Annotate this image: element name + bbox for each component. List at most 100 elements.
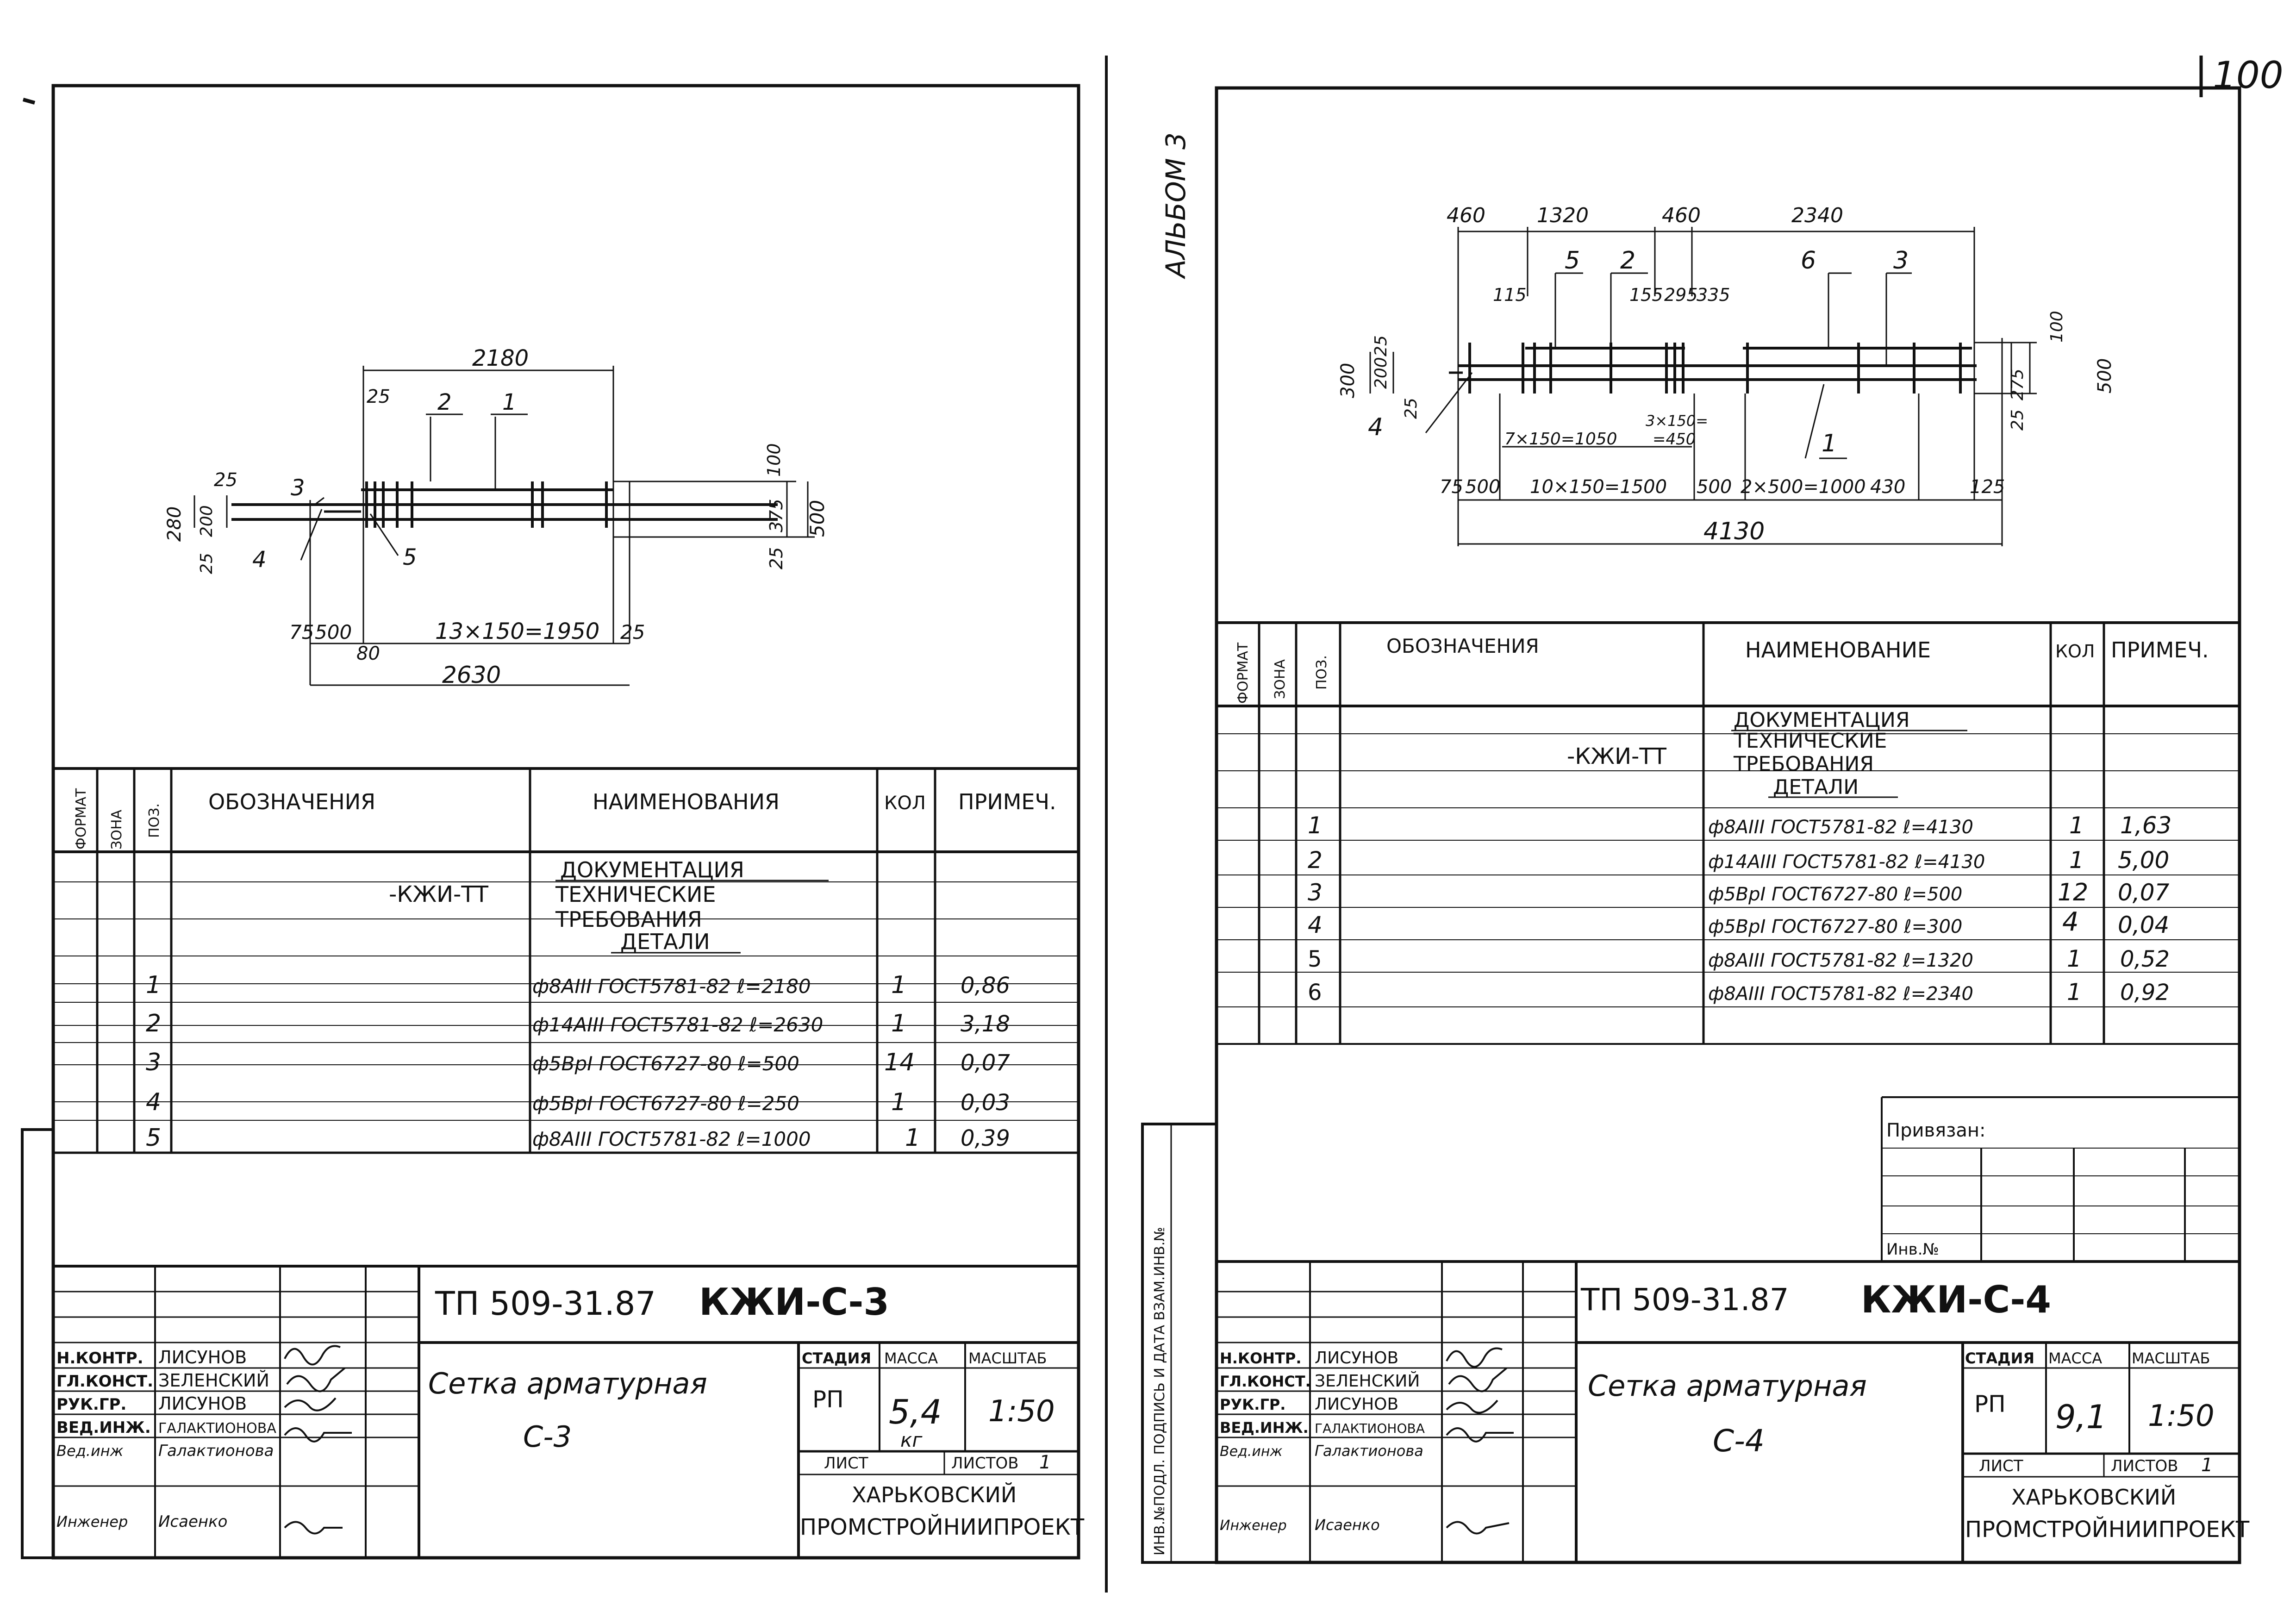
leader bbox=[300, 509, 323, 561]
dim-text: 100 bbox=[2047, 311, 2066, 343]
row-qty: 1 bbox=[891, 971, 906, 999]
row-name: ф14АIII ГОСТ5781-82 ℓ=2630 bbox=[532, 1013, 823, 1036]
sheet-mark: КЖИ-С-3 bbox=[699, 1280, 889, 1324]
dim-text: 275 bbox=[2008, 369, 2027, 400]
drawing-name-mark: С-3 bbox=[523, 1420, 572, 1454]
role-name: Исаенко bbox=[158, 1512, 227, 1531]
dim-text: =450 bbox=[1653, 430, 1696, 449]
callout-pos4: 4 bbox=[1368, 413, 1383, 441]
role-name: ГАЛАКТИОНОВА bbox=[1315, 1421, 1425, 1436]
dim-text: 300 bbox=[1337, 363, 1359, 398]
leader bbox=[314, 497, 324, 506]
row-note: 1,63 bbox=[2120, 812, 2171, 839]
dim-text: 4130 bbox=[1703, 518, 1765, 545]
role: Н.КОНТР. bbox=[1220, 1349, 1302, 1367]
org-name-2: ПРОМСТРОЙНИИПРОЕКТ bbox=[1965, 1516, 2250, 1543]
dim-text: 2×500=1000 bbox=[1741, 476, 1866, 498]
role-name: ЛИСУНОВ bbox=[158, 1347, 247, 1368]
album-label: АЛЬБОМ 3 bbox=[1160, 132, 1192, 280]
col-format: ФОРМАТ bbox=[73, 788, 89, 849]
dim-text: 500 bbox=[1465, 476, 1500, 498]
callout-pos5: 5 bbox=[1565, 247, 1580, 275]
col-name: НАИМЕНОВАНИЕ bbox=[1745, 637, 1931, 662]
dim-text: 2340 bbox=[1791, 204, 1843, 227]
role-name: Галактионова bbox=[1315, 1442, 1423, 1460]
row-name: ф5ВрI ГОСТ6727-80 ℓ=500 bbox=[532, 1052, 799, 1075]
spec-table-left: ФОРМАТ ЗОНА ПОЗ. ОБОЗНАЧЕНИЯ НАИМЕНОВАНИ… bbox=[53, 767, 1079, 1154]
role: Вед.инж bbox=[56, 1442, 124, 1460]
dim-text: 25 bbox=[1402, 398, 1421, 419]
role: ГЛ.КОНСТ. bbox=[1220, 1373, 1311, 1390]
callout-pos6: 6 bbox=[1801, 247, 1816, 275]
role: Инженер bbox=[1220, 1518, 1287, 1534]
dim-text: 280 bbox=[164, 506, 185, 542]
dim-text: 3×150= bbox=[1646, 412, 1708, 430]
doc-designation: -КЖИ-ТТ bbox=[389, 881, 489, 907]
sheet-left-frame bbox=[51, 84, 1080, 1560]
callout-pos3: 3 bbox=[1893, 247, 1909, 275]
role: РУК.ГР. bbox=[56, 1395, 126, 1414]
mesh-drawing-c3: 2180 25 25 280 200 25 100 375 25 500 75 … bbox=[164, 345, 829, 688]
role: РУК.ГР. bbox=[1220, 1396, 1285, 1413]
dim-text: 200 bbox=[197, 505, 216, 537]
role: ВЕД.ИНЖ. bbox=[1220, 1419, 1309, 1437]
row-pos: 4 bbox=[1308, 912, 1323, 938]
dim-text: 200 bbox=[1372, 357, 1391, 389]
callout-pos3: 3 bbox=[291, 475, 305, 501]
org-name-1: ХАРЬКОВСКИЙ bbox=[2011, 1485, 2176, 1510]
doc-code: ТП 509-31.87 bbox=[435, 1285, 656, 1323]
row-note: 0,04 bbox=[2118, 912, 2169, 938]
row-qty: 1 bbox=[2069, 812, 2084, 839]
callout-pos4: 4 bbox=[252, 547, 267, 573]
col-zone: ЗОНА bbox=[1272, 659, 1288, 699]
org-name-1: ХАРЬКОВСКИЙ bbox=[852, 1482, 1017, 1507]
role-name: ЗЕЛЕНСКИЙ bbox=[158, 1370, 269, 1391]
scale-label: МАСШТАБ bbox=[2132, 1349, 2210, 1367]
sheets-count: 1 bbox=[1039, 1452, 1051, 1473]
dim-text: 460 bbox=[1447, 204, 1485, 227]
dim-text: 25 bbox=[766, 547, 786, 569]
scale-label: МАСШТАБ bbox=[968, 1349, 1047, 1367]
row-pos: 2 bbox=[146, 1010, 161, 1037]
dim-text: 80 bbox=[356, 643, 380, 664]
role: ГЛ.КОНСТ. bbox=[56, 1372, 153, 1391]
dim-text: 500 bbox=[315, 621, 352, 643]
col-note: ПРИМЕЧ. bbox=[958, 789, 1056, 814]
row-name: ф8АIII ГОСТ5781-82 ℓ=4130 bbox=[1708, 817, 1973, 838]
doc-code: ТП 509-31.87 bbox=[1580, 1282, 1789, 1318]
stage-value: РП bbox=[1974, 1391, 2006, 1418]
role: Вед.инж bbox=[1220, 1443, 1282, 1460]
col-qty: КОЛ bbox=[2055, 641, 2095, 662]
dim-text: 13×150=1950 bbox=[435, 618, 599, 644]
drawing-name-mark: С-4 bbox=[1713, 1423, 1765, 1459]
role: ВЕД.ИНЖ. bbox=[56, 1418, 151, 1437]
spec-table-right: ФОРМАТ ЗОНА ПОЗ. ОБОЗНАЧЕНИЯ НАИМЕНОВАНИ… bbox=[1217, 621, 2240, 1045]
row-qty: 12 bbox=[2058, 879, 2088, 906]
doc-tech1: ТЕХНИЧЕСКИЕ bbox=[555, 882, 716, 907]
col-name: НАИМЕНОВАНИЯ bbox=[593, 789, 780, 814]
title-block-right: ТП 509-31.87 КЖИ-С-4 Сетка арматурная С-… bbox=[1217, 1260, 2250, 1562]
signatures bbox=[1446, 1347, 1514, 1535]
sheet-label: ЛИСТ bbox=[1979, 1457, 2023, 1475]
row-name: ф14АIII ГОСТ5781-82 ℓ=4130 bbox=[1708, 851, 1985, 873]
row-pos: 5 bbox=[146, 1124, 161, 1152]
mass-label: МАССА bbox=[2048, 1349, 2102, 1367]
row-note: 0,07 bbox=[961, 1050, 1010, 1076]
page-number: 100 bbox=[2213, 54, 2284, 97]
col-format: ФОРМАТ bbox=[1235, 642, 1251, 704]
doc-designation: -КЖИ-ТТ bbox=[1567, 743, 1667, 769]
dim-text: 500 bbox=[806, 500, 829, 537]
dim-text: 25 bbox=[1372, 335, 1391, 356]
sheets-label: ЛИСТОВ bbox=[951, 1454, 1019, 1473]
dim-text: 500 bbox=[1697, 476, 1732, 498]
row-pos: 1 bbox=[1308, 812, 1323, 839]
row-name: ф8АIII ГОСТ5781-82 ℓ=2180 bbox=[532, 975, 811, 998]
callout-pos5: 5 bbox=[403, 544, 417, 570]
row-note: 0,39 bbox=[961, 1125, 1010, 1151]
row-name: ф8АIII ГОСТ5781-82 ℓ=1000 bbox=[532, 1128, 811, 1150]
scale-value: 1:50 bbox=[2148, 1399, 2215, 1433]
drawing-name: Сетка арматурная bbox=[1588, 1369, 1867, 1403]
col-qty: КОЛ bbox=[884, 793, 926, 814]
dim-text: 75 bbox=[289, 621, 314, 643]
